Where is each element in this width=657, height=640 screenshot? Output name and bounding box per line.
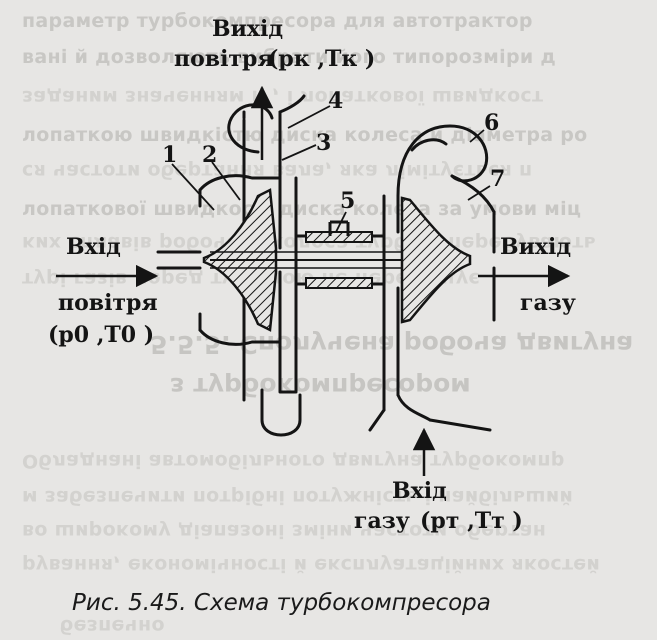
leader-1 bbox=[171, 163, 215, 211]
leader-4 bbox=[287, 105, 331, 129]
leader-6 bbox=[469, 129, 485, 143]
bearing-top bbox=[305, 231, 373, 243]
bg-text-line: параметр турбокомпресора для автотрактор bbox=[22, 10, 533, 32]
turbine-volute bbox=[396, 124, 489, 198]
air-outlet-duct bbox=[242, 110, 282, 180]
bearing-bottom bbox=[305, 277, 373, 289]
air-outlet-subtitle: повітря bbox=[174, 46, 274, 72]
gas-inlet-params: (pт ,Tт ) bbox=[420, 508, 523, 534]
air-inlet-subtitle: повітря bbox=[58, 290, 158, 316]
turbine-inlet-duct bbox=[396, 393, 432, 422]
gas-outlet-subtitle: газу bbox=[520, 290, 576, 316]
turbine-wheel bbox=[400, 196, 472, 324]
leader-5 bbox=[335, 211, 347, 233]
part-number-6: 6 bbox=[484, 110, 500, 136]
gas-inlet-title: Вхід bbox=[392, 478, 447, 504]
air-inlet-params: (p0 ,T0 ) bbox=[48, 322, 155, 348]
leader-2 bbox=[211, 161, 241, 201]
leader-7 bbox=[467, 185, 491, 201]
leader-3 bbox=[281, 144, 317, 161]
air-inlet-title: Вхід bbox=[66, 234, 121, 260]
part-number-3: 3 bbox=[316, 130, 332, 156]
compressor-cover bbox=[198, 174, 282, 192]
part-number-2: 2 bbox=[202, 142, 218, 168]
gas-outlet-title: Вихід bbox=[500, 234, 572, 260]
figure-caption: Рис. 5.45. Схема турбокомпресора bbox=[72, 590, 491, 616]
gas-inlet-subtitle: газу bbox=[354, 508, 410, 534]
air-outlet-title: Вихід bbox=[212, 16, 284, 42]
part-number-1: 1 bbox=[162, 142, 178, 168]
bg-text-line: вані й дозволяють вибрати його типорозмі… bbox=[22, 46, 557, 68]
part-number-4: 4 bbox=[328, 88, 344, 114]
compressor-volute-top bbox=[227, 103, 274, 154]
part-number-7: 7 bbox=[490, 166, 506, 192]
bg-text-line: лопаткою швидкістю диска колеса й діамет… bbox=[22, 124, 588, 146]
part-number-5: 5 bbox=[340, 188, 356, 214]
compressor-volute-bottom bbox=[260, 388, 302, 437]
air-outlet-params: (pк ,Tк ) bbox=[268, 46, 376, 72]
bg-text-line: лопаткової швидкості диска колеса за умо… bbox=[22, 198, 582, 220]
